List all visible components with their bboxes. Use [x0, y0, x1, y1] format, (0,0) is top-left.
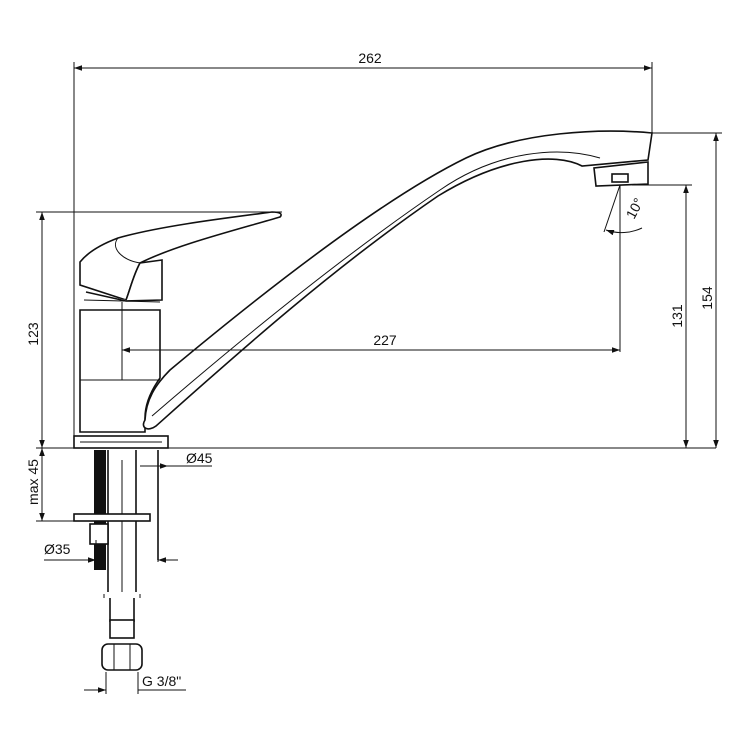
- fixing-plate: [73, 513, 151, 522]
- body-height-label: 123: [25, 322, 41, 346]
- base-diameter-label: Ø45: [186, 450, 213, 466]
- lever-cap: [85, 259, 163, 302]
- connection-thread-label: G 3/8": [142, 673, 181, 689]
- spout: [142, 130, 653, 430]
- lever-handle: [79, 211, 282, 301]
- fixing-nut: [89, 523, 109, 545]
- outlet-angle-label: 10°: [623, 195, 647, 221]
- extension-lines: [36, 62, 722, 694]
- faucet-outline: [73, 130, 716, 671]
- shank-diameter-label: Ø35: [44, 541, 71, 557]
- spout-reach-label: 227: [373, 332, 397, 348]
- lever-handle-edge: [115, 237, 141, 264]
- total-height-label: 154: [699, 286, 715, 310]
- dimension-lines: [39, 65, 719, 693]
- spout-inner-line: [151, 151, 601, 417]
- max-thickness-label: max 45: [25, 459, 41, 505]
- overall-width-label: 262: [358, 50, 382, 66]
- body-top-line: [83, 299, 161, 303]
- outlet-height-label: 131: [669, 304, 685, 328]
- connector-nut: [101, 643, 143, 671]
- aerator-outlet: [611, 173, 629, 183]
- hose-ferrule: [109, 619, 135, 639]
